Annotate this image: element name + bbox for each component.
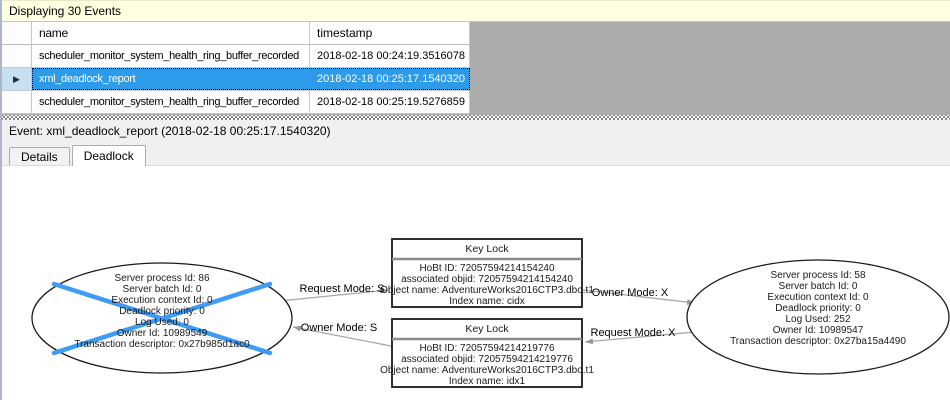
events-grid-zone: name timestamp scheduler_monitor_system_… [2,22,950,115]
column-header-timestamp[interactable]: timestamp [310,22,470,44]
table-row-selected[interactable]: ▶ xml_deadlock_report 2018-02-18 00:25:1… [2,68,470,91]
node-text: Execution context Id: 0 [767,292,869,303]
events-grid: name timestamp scheduler_monitor_system_… [2,22,470,114]
current-row-arrow-icon: ▶ [13,73,20,84]
node-text: HoBt ID: 72057594214219776 [419,343,555,354]
table-row[interactable]: scheduler_monitor_system_health_ring_buf… [2,45,470,68]
edge-label-owner-x: Owner Mode: X [592,287,669,299]
node-text: Server batch Id: 0 [123,284,202,295]
node-text: Owner Id: 10989547 [773,325,864,336]
edge-owner-mode-s: Owner Mode: S [292,322,392,347]
edge-request-mode-s: Request Mode: S [269,283,389,303]
victim-cross-line [51,281,273,356]
node-text: Server process Id: 86 [114,273,209,284]
deadlock-graph-panel: Request Mode: S Owner Mode: S Owner Mode… [2,165,950,400]
cell-name[interactable]: scheduler_monitor_system_health_ring_buf… [32,91,310,113]
info-bar-text: Displaying 30 Events [9,4,122,18]
grid-header-row: name timestamp [2,22,470,45]
tab-strip: Details Deadlock [2,143,950,166]
node-text: Index name: idx1 [449,376,526,387]
node-title: Key Lock [465,323,509,335]
node-text: Log Used: 0 [135,317,189,328]
row-selector[interactable] [2,45,32,67]
process-node-survivor[interactable]: Server process Id: 58 Server batch Id: 0… [686,259,950,375]
edge-owner-mode-x: Owner Mode: X [582,287,696,306]
resource-node-keylock-top[interactable]: Key Lock HoBt ID: 72057594214154240 asso… [380,238,594,308]
node-text: Deadlock priority: 0 [775,303,861,314]
row-selector[interactable]: ▶ [2,68,32,90]
node-text: Index name: cidx [449,296,525,307]
info-bar: Displaying 30 Events [2,0,950,22]
cell-timestamp[interactable]: 2018-02-18 00:24:19.3516078 [310,45,470,67]
node-text: Object name: AdventureWorks2016CTP3.dbo.… [380,285,594,296]
node-text: associated objid: 72057594214154240 [401,274,573,285]
cell-timestamp[interactable]: 2018-02-18 00:25:17.1540320 [310,68,470,90]
column-header-name[interactable]: name [32,22,310,44]
node-text: Transaction descriptor: 0x27ba15a4490 [730,336,906,347]
node-title: Key Lock [465,243,509,255]
event-title-text: Event: xml_deadlock_report (2018-02-18 0… [9,124,331,138]
cell-name[interactable]: scheduler_monitor_system_health_ring_buf… [32,45,310,67]
tab-details[interactable]: Details [9,147,70,165]
cell-name[interactable]: xml_deadlock_report [32,68,310,90]
node-text: Owner Id: 10989549 [117,328,208,339]
node-text: HoBt ID: 72057594214154240 [419,263,555,274]
event-title-bar: Event: xml_deadlock_report (2018-02-18 0… [2,120,950,143]
edge-request-mode-x: Request Mode: X [584,327,696,345]
row-selector[interactable] [2,91,32,113]
node-text: Object name: AdventureWorks2016CTP3.dbo.… [380,365,594,376]
node-text: Transaction descriptor: 0x27b985d1ac0 [74,339,250,350]
edge-label-request-s: Request Mode: S [300,283,385,295]
tab-deadlock[interactable]: Deadlock [71,145,146,166]
row-cells[interactable]: scheduler_monitor_system_health_ring_buf… [32,45,470,67]
node-text: Server process Id: 58 [770,270,865,281]
resource-node-keylock-bottom[interactable]: Key Lock HoBt ID: 72057594214219776 asso… [380,318,594,388]
edge-label-owner-s: Owner Mode: S [301,322,377,334]
node-text: associated objid: 72057594214219776 [401,354,573,365]
row-cells[interactable]: xml_deadlock_report 2018-02-18 00:25:17.… [32,68,470,90]
edge-label-request-x: Request Mode: X [591,327,677,339]
node-text: Deadlock priority: 0 [119,306,205,317]
node-text: Log Used: 252 [785,314,850,325]
row-header-corner [2,22,32,44]
table-row[interactable]: scheduler_monitor_system_health_ring_buf… [2,91,470,114]
cell-timestamp[interactable]: 2018-02-18 00:25:19.5276859 [310,91,470,113]
process-node-victim[interactable]: Server process Id: 86 Server batch Id: 0… [31,262,293,374]
node-text: Server batch Id: 0 [779,281,858,292]
deadlock-graph: Request Mode: S Owner Mode: S Owner Mode… [31,238,950,388]
horizontal-splitter[interactable] [2,115,950,120]
node-text: Execution context Id: 0 [111,295,213,306]
row-cells[interactable]: scheduler_monitor_system_health_ring_buf… [32,91,470,113]
